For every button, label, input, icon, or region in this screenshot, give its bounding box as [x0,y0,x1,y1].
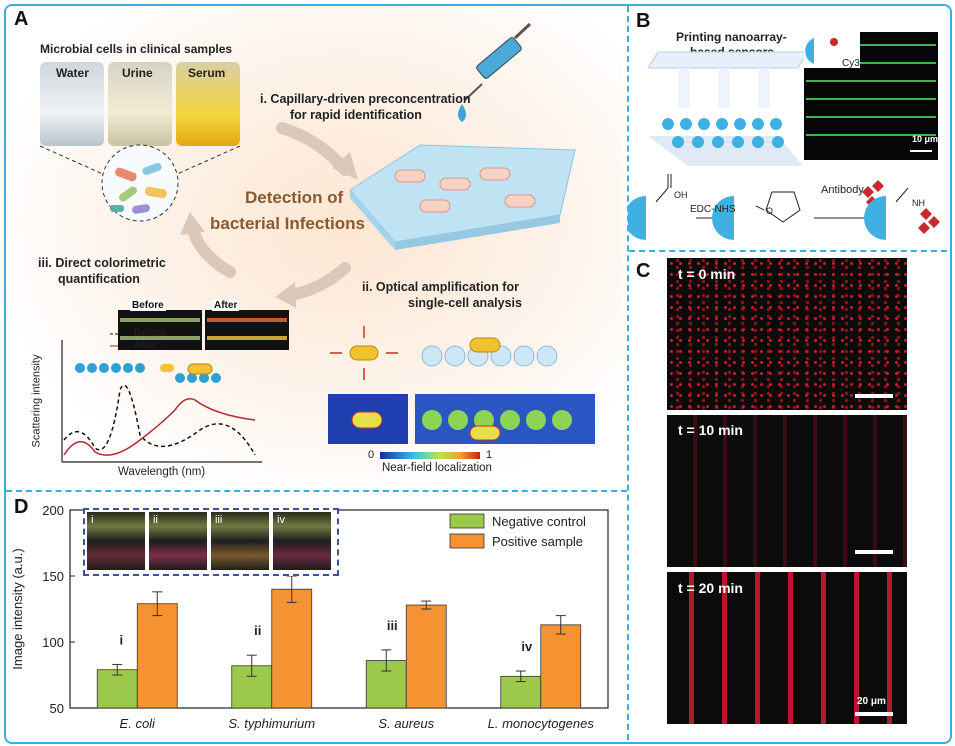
inset-label-iii: iii [215,514,223,526]
before-strip [118,310,202,350]
edc-nhs-label: EDC-NHS [690,204,736,215]
step-i-line2: for rapid identification [290,108,422,122]
legend-before: Before [134,327,167,339]
panel-b-label: B [636,10,651,32]
y-tick-label: 200 [42,503,64,518]
category-mark: ii [254,623,261,638]
bar-positive [271,588,313,709]
y-axis-label: Image intensity (a.u.) [10,548,25,669]
o-label: O [766,206,774,216]
cy3-label: Cy3 [842,58,860,69]
c-scalebar-10 [855,550,893,554]
nh-label: NH [912,198,925,208]
after-strip [205,310,289,350]
inset-label-i: i [91,514,94,526]
inset-panel-ii [149,512,207,570]
y-tick-label: 50 [50,701,64,716]
syringe-icon [458,22,532,122]
bar-negative [96,669,138,709]
panel-c-label: C [636,260,651,282]
after-label: After [212,300,240,311]
step-ii-line2: single-cell analysis [408,296,522,310]
inset-label-ii: ii [153,514,158,526]
spectra-ylabel: Scattering intensity [30,354,43,448]
panel-a-label: A [14,8,29,30]
c-scalebar-20 [855,712,893,716]
colorbar-label: Near-field localization [382,462,492,474]
tube-urine [108,62,172,146]
inset-panel-i [87,512,145,570]
bar-positive [405,604,447,709]
panel-a-illustration [39,22,595,463]
scattering-spectra [61,333,262,463]
step-ii-line1: ii. Optical amplification for [362,280,519,294]
time-image-10 [667,415,907,567]
bar-positive [540,624,582,709]
t10-label: t = 10 min [678,422,743,438]
c-scalebar-0 [855,394,893,398]
legend-swatch [449,533,485,549]
c-scalebar-label: 20 μm [857,696,886,707]
time-image-0 [667,258,907,410]
near-field-simulation [328,326,595,459]
step-i-line1: i. Capillary-driven preconcentration [260,92,471,106]
category-label: E. coli [120,716,157,731]
before-label: Before [130,300,166,311]
tube-water [40,62,104,146]
colorbar-max: 1 [486,449,493,461]
step-iii-line2: quantification [58,272,140,286]
category-mark: i [119,632,123,647]
legend-label: Negative control [492,514,586,529]
printing-line1: Printing nanoarray- [676,30,787,44]
inset-panel-iv [273,512,331,570]
center-title-line2: bacterial Infections [210,214,365,233]
panel-b-illustration [628,32,940,240]
b-scalebar-label: 10 μm [912,134,939,144]
time-image-20 [667,572,907,724]
bar-positive [136,603,178,709]
center-title-line1: Detection of [245,188,344,207]
oh-label: OH [674,190,688,200]
panel-d-label: D [14,496,29,518]
y-tick-label: 150 [42,569,64,584]
category-label: S. aureus [378,716,434,731]
divider-a-d [6,490,627,492]
inset-micrographs: i ii iii iv [83,508,339,576]
colorbar [380,452,480,459]
y-tick-label: 100 [42,635,64,650]
plot-frame [69,509,609,709]
capillary-chip [349,144,576,250]
clinical-samples-title: Microbial cells in clinical samples [40,42,233,56]
tube-label-urine: Urine [122,66,153,80]
spectra-xlabel: Wavelength (nm) [118,466,206,478]
tube-label-water: Water [56,66,89,80]
inset-label-iv: iv [277,514,285,526]
category-label: L. monocytogenes [488,716,595,731]
tube-serum [176,62,240,146]
legend-after: After [134,339,158,351]
t0-label: t = 0 min [678,266,736,282]
category-mark: iv [521,639,533,654]
divider-vertical [627,6,629,740]
legend-swatch [449,513,485,529]
category-label: S. typhimurium [228,716,315,731]
legend-label: Positive sample [492,534,583,549]
inset-panel-iii [211,512,269,570]
antibody-label: Antibody [821,184,864,196]
tube-label-serum: Serum [188,66,226,80]
step-iii-line1: iii. Direct colorimetric [38,256,166,270]
category-mark: iii [387,618,398,633]
t20-label: t = 20 min [678,580,743,596]
colorbar-min: 0 [368,449,375,461]
figure-frame [4,4,952,744]
divider-b-c [629,250,947,252]
